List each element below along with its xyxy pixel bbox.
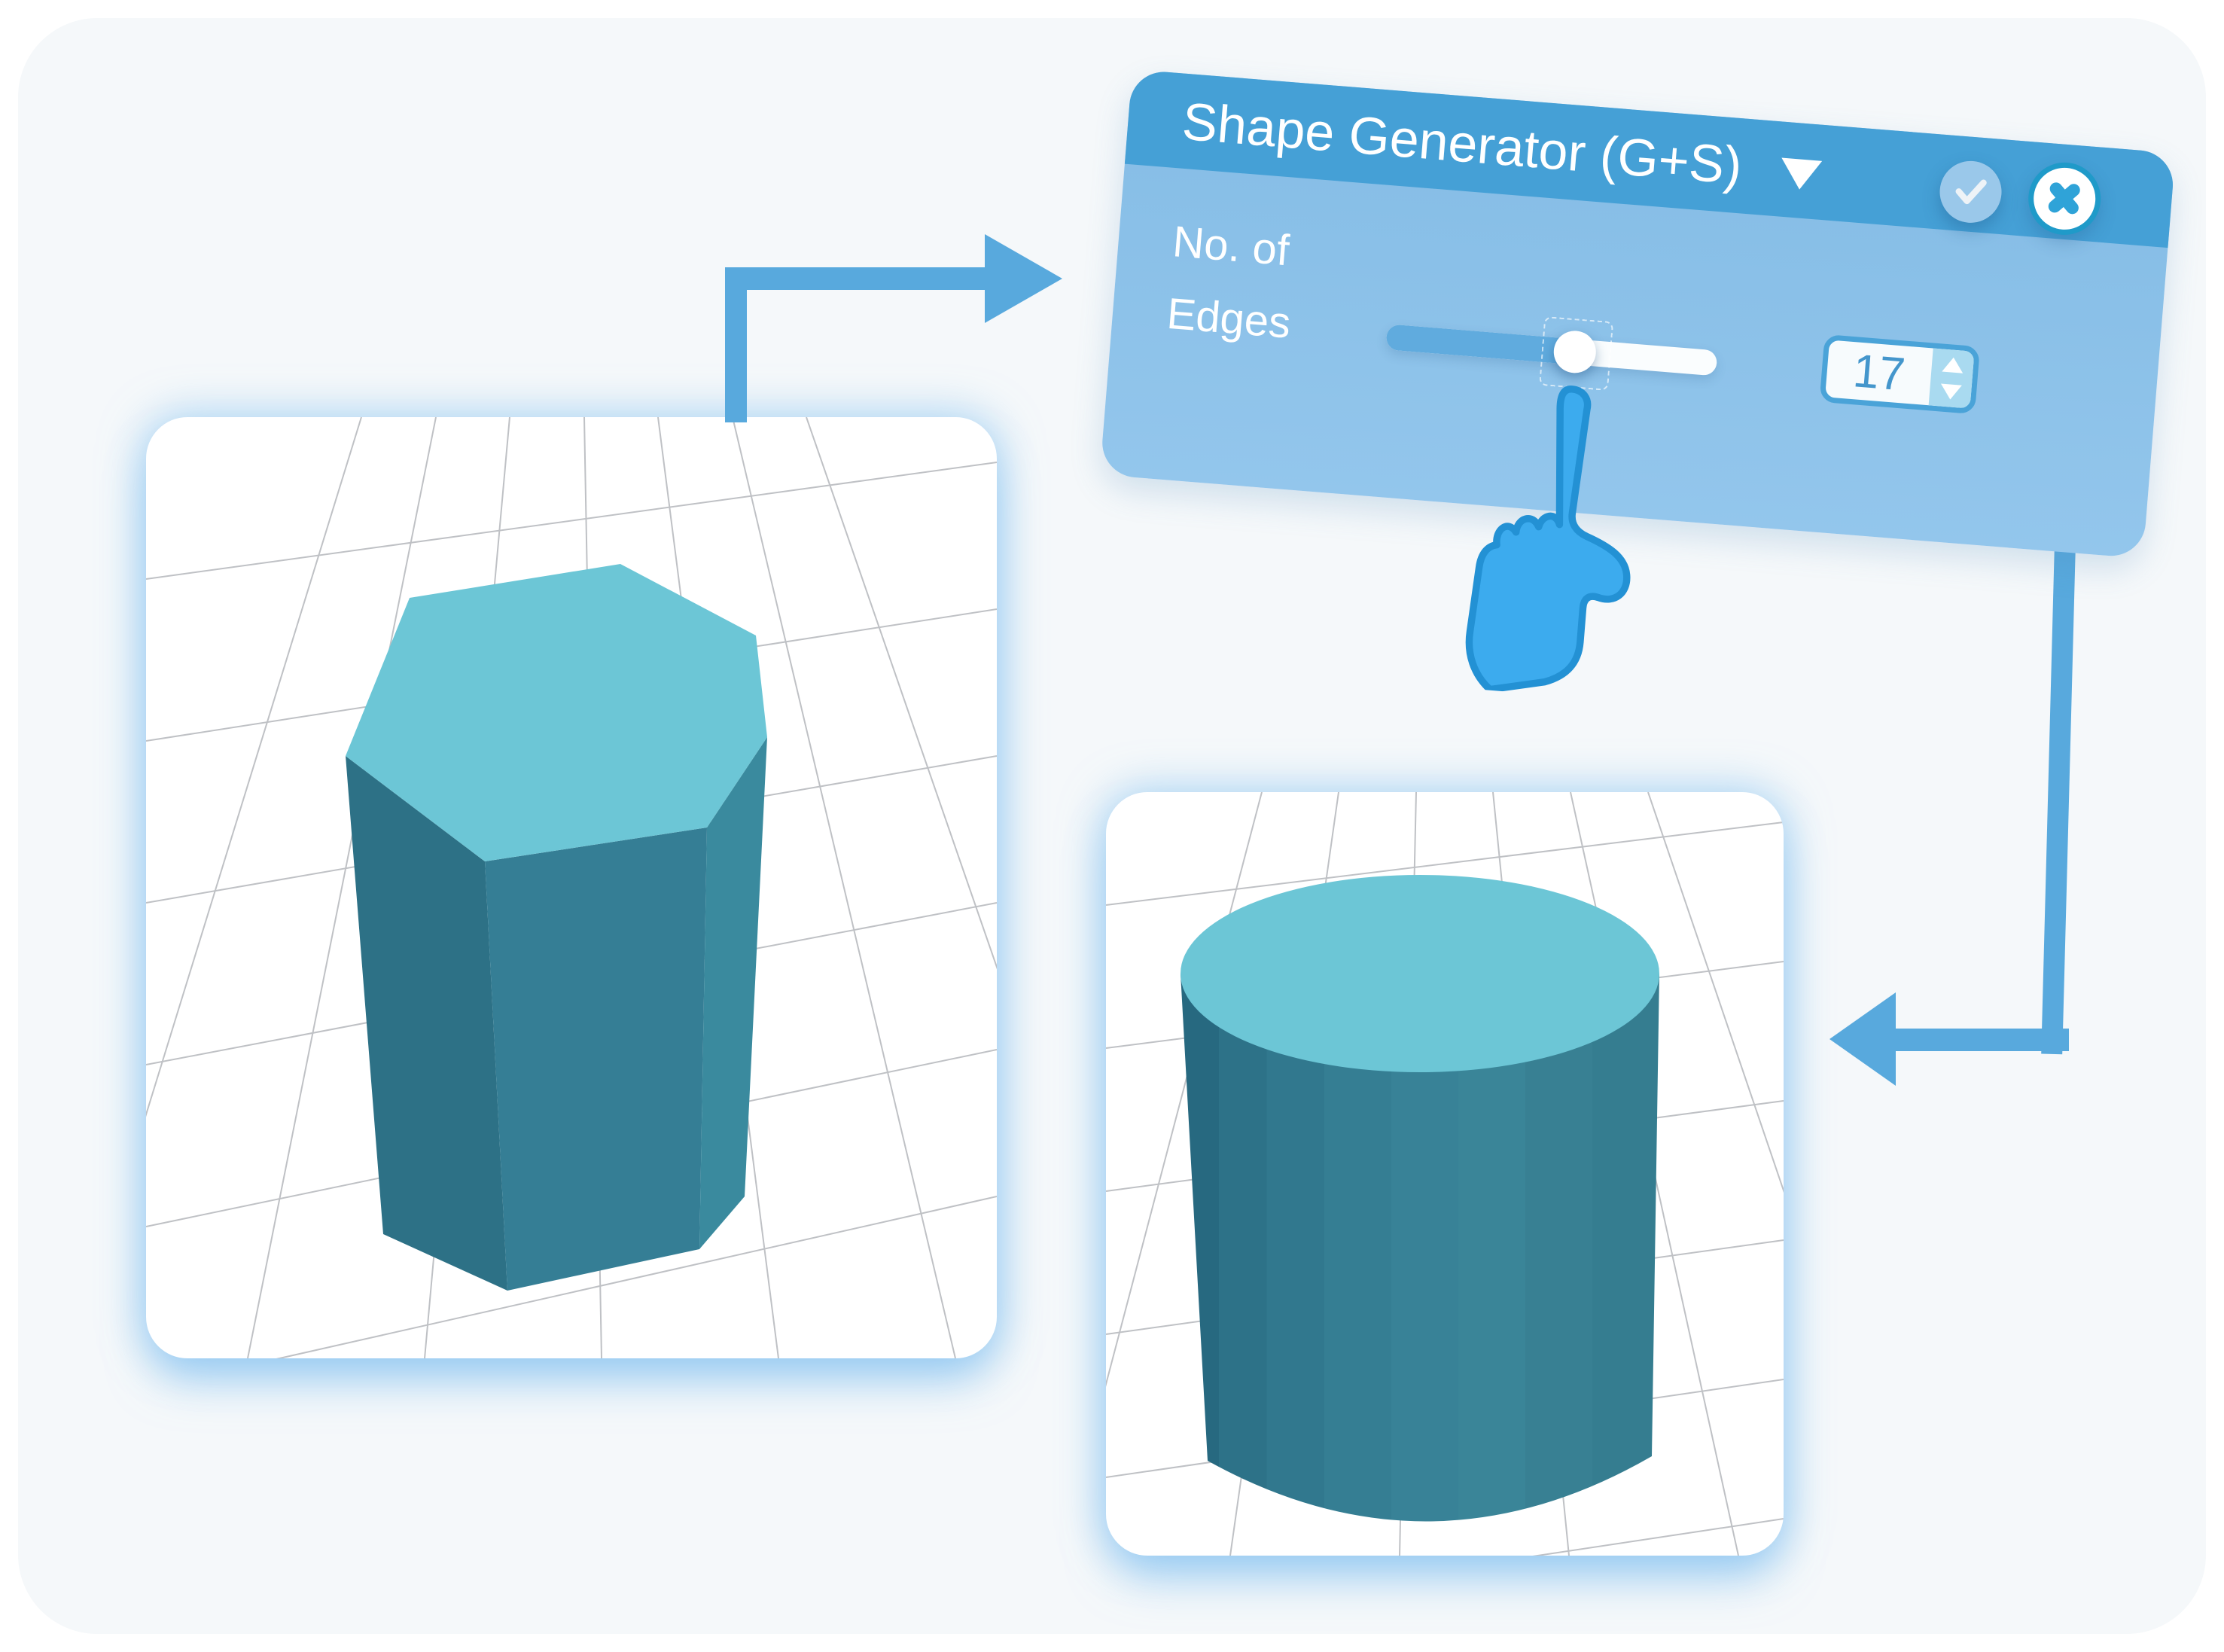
- app-background: Shape Generator (G+S) No. of Edges: [18, 18, 2206, 1634]
- dropdown-caret-icon[interactable]: [1779, 157, 1823, 191]
- edges-value: 17: [1851, 344, 1908, 401]
- arrow1-vertical-segment: [725, 267, 747, 422]
- hand-cursor-icon: [1465, 386, 1631, 693]
- arrow1-head-icon: [985, 234, 1062, 323]
- number-spinner: [1928, 348, 1975, 409]
- close-button[interactable]: [2025, 160, 2104, 238]
- viewport-before: [146, 417, 997, 1358]
- hex-prism: [346, 564, 767, 1291]
- check-icon: [1956, 180, 1988, 205]
- close-cross-icon: [2049, 182, 2081, 215]
- viewport-after: [1106, 792, 1784, 1556]
- arrow2-head-icon: [1829, 992, 1896, 1086]
- arrow2-vertical-segment: [2041, 547, 2076, 1055]
- spinner-down-icon[interactable]: [1939, 383, 1962, 401]
- cylinder-render: [1106, 792, 1784, 1556]
- hexagonal-prism-render: [146, 417, 997, 1358]
- edges-slider[interactable]: [1385, 315, 1718, 392]
- edges-label-line2: Edges: [1165, 288, 1293, 348]
- arrow2-horizontal-segment: [1887, 1029, 2069, 1051]
- cylinder-prism: [1181, 875, 1659, 1522]
- spinner-up-icon[interactable]: [1941, 356, 1964, 373]
- arrow1-horizontal-segment: [725, 267, 986, 290]
- edges-label-line1: No. of: [1171, 217, 1291, 276]
- confirm-button[interactable]: [1937, 158, 2004, 225]
- edges-number-input[interactable]: 17: [1819, 334, 1981, 415]
- panel-title: Shape Generator (G+S): [1180, 91, 1744, 196]
- edges-param-label: No. of Edges: [1164, 206, 1299, 360]
- shape-generator-panel: Shape Generator (G+S) No. of Edges: [1099, 69, 2176, 693]
